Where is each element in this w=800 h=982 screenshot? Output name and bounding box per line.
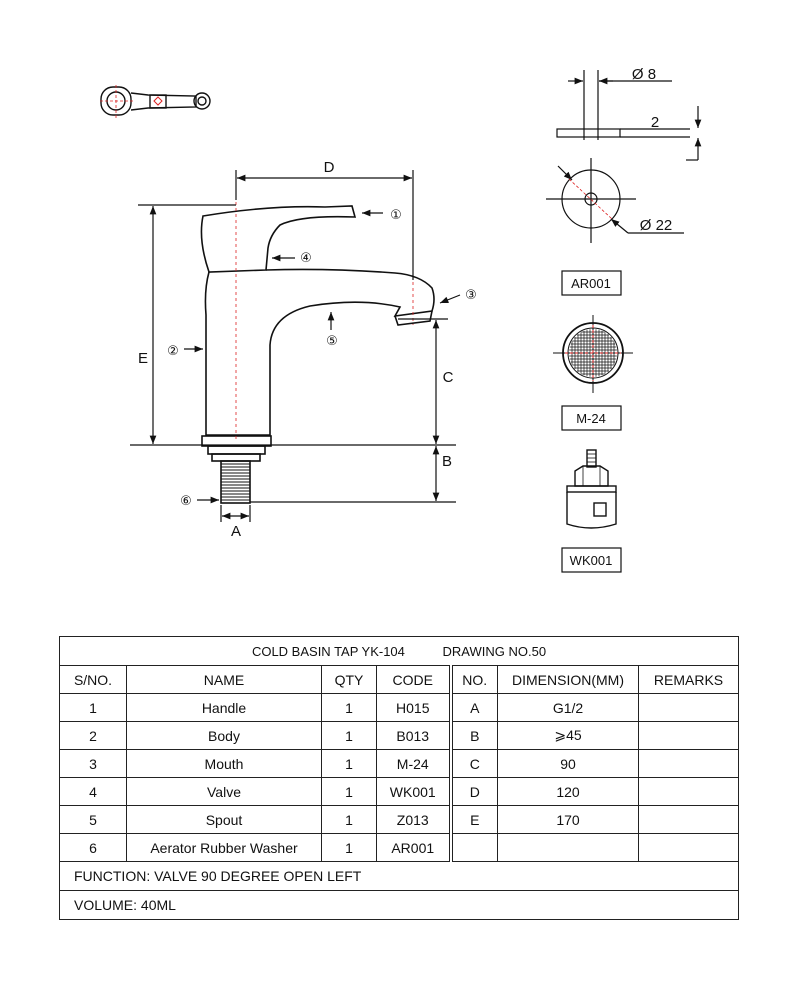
washer-code-label: AR001 [571, 276, 611, 291]
row-remarks [637, 693, 740, 722]
spec-table: COLD BASIN TAP YK-104 DRAWING NO.50 S/NO… [58, 636, 740, 920]
row-no [450, 833, 498, 862]
dim-label-d: D [324, 159, 335, 176]
callout-spout: ⑤ [326, 333, 338, 348]
dim-label-b: B [442, 453, 452, 470]
row-name: Spout [126, 805, 322, 834]
row-code: M-24 [376, 749, 453, 778]
row-no: E [450, 805, 498, 834]
table-row: 2 Body 1 B013 B ⩾45 [59, 721, 740, 750]
header-no: NO. [450, 665, 498, 694]
row-dimension [497, 833, 639, 862]
row-no: D [450, 777, 498, 806]
row-dimension: 170 [497, 805, 639, 834]
row-name: Mouth [126, 749, 322, 778]
washer-drawing [546, 70, 702, 243]
row-dimension: G1/2 [497, 693, 639, 722]
row-qty: 1 [321, 777, 377, 806]
volume-row: VOLUME: 40ML [58, 890, 740, 920]
row-code: Z013 [376, 805, 453, 834]
function-text: FUNCTION: VALVE 90 DEGREE OPEN LEFT [58, 861, 740, 891]
row-code: H015 [376, 693, 453, 722]
row-no: C [450, 749, 498, 778]
callout-mouth: ③ [465, 287, 477, 302]
row-remarks [637, 805, 740, 834]
row-qty: 1 [321, 833, 377, 862]
table-header-row: S/NO. NAME QTY CODE NO. DIMENSION(MM) RE… [59, 665, 740, 694]
technical-drawing: D E C B A ① ② ③ ④ ⑤ ⑥ Ø 8 [100, 66, 702, 573]
callout-valve: ④ [300, 250, 312, 265]
table-title-row: COLD BASIN TAP YK-104 DRAWING NO.50 [58, 636, 740, 666]
drawing-number: DRAWING NO.50 [442, 643, 547, 659]
row-sno: 1 [59, 693, 127, 722]
row-no: A [450, 693, 498, 722]
row-sno: 2 [59, 721, 127, 750]
header-remarks: REMARKS [637, 665, 740, 694]
dim-label-c: C [443, 369, 454, 386]
header-name: NAME [126, 665, 322, 694]
row-remarks [637, 749, 740, 778]
valve-code-label: WK001 [570, 553, 613, 568]
dim-label-e: E [138, 350, 148, 367]
dim-label-a: A [231, 523, 241, 540]
table-row: 1 Handle 1 H015 A G1/2 [59, 693, 740, 722]
header-dimension: DIMENSION(MM) [497, 665, 639, 694]
callout-body: ② [167, 343, 179, 358]
tap-front-view [200, 205, 435, 504]
header-sno: S/NO. [59, 665, 127, 694]
row-code: B013 [376, 721, 453, 750]
row-sno: 3 [59, 749, 127, 778]
row-name: Handle [126, 693, 322, 722]
row-code: AR001 [376, 833, 453, 862]
row-qty: 1 [321, 693, 377, 722]
callout-handle: ① [390, 207, 402, 222]
row-sno: 5 [59, 805, 127, 834]
dimension-lines [130, 170, 456, 522]
row-dimension: 90 [497, 749, 639, 778]
table-row: 5 Spout 1 Z013 E 170 [59, 805, 740, 834]
washer-outer-diameter: Ø 22 [640, 217, 673, 234]
row-sno: 4 [59, 777, 127, 806]
header-code: CODE [376, 665, 453, 694]
table-title: COLD BASIN TAP YK-104 [251, 643, 405, 659]
row-name: Body [126, 721, 322, 750]
row-qty: 1 [321, 721, 377, 750]
header-qty: QTY [321, 665, 377, 694]
table-row: 4 Valve 1 WK001 D 120 [59, 777, 740, 806]
function-row: FUNCTION: VALVE 90 DEGREE OPEN LEFT [58, 861, 740, 891]
table-row: 6 Aerator Rubber Washer 1 AR001 [59, 833, 740, 862]
row-code: WK001 [376, 777, 453, 806]
row-remarks [637, 833, 740, 862]
washer-inner-diameter: Ø 8 [632, 66, 656, 83]
washer-thickness: 2 [651, 114, 659, 131]
valve-cartridge-drawing [566, 449, 617, 529]
row-dimension: ⩾45 [497, 721, 639, 750]
row-qty: 1 [321, 805, 377, 834]
row-dimension: 120 [497, 777, 639, 806]
thread-lines [221, 463, 250, 501]
row-no: B [450, 721, 498, 750]
row-qty: 1 [321, 749, 377, 778]
callout-arrows [184, 209, 461, 504]
row-name: Aerator Rubber Washer [126, 833, 322, 862]
row-name: Valve [126, 777, 322, 806]
row-sno: 6 [59, 833, 127, 862]
tap-top-view [100, 85, 211, 118]
row-remarks [637, 721, 740, 750]
aerator-code-label: M-24 [576, 411, 606, 426]
volume-text: VOLUME: 40ML [58, 890, 740, 920]
row-remarks [637, 777, 740, 806]
table-row: 3 Mouth 1 M-24 C 90 [59, 749, 740, 778]
callout-thread: ⑥ [180, 493, 192, 508]
